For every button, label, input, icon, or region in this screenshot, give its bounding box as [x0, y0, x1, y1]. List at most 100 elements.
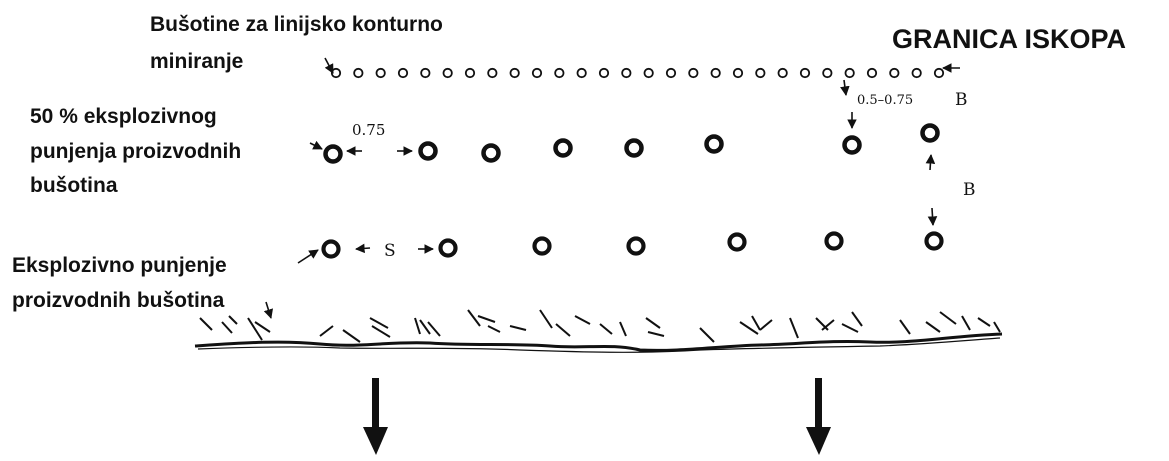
production-hole	[626, 236, 646, 256]
contour-hole	[643, 67, 654, 79]
rock-fragment	[899, 319, 911, 335]
rock-fragment	[699, 327, 715, 343]
production-hole	[438, 238, 458, 258]
half-charge-pointer-arrow	[309, 140, 323, 150]
contour-holes-label-line1: Bušotine za linijsko konturno	[150, 13, 443, 36]
contour-hole	[509, 67, 520, 79]
contour-hole	[889, 67, 900, 79]
excavation-limit-label: GRANICA ISKOPA	[892, 24, 1126, 54]
rock-fragment	[574, 315, 591, 325]
contour-hole	[732, 67, 744, 79]
rock-fragment	[851, 311, 863, 327]
contour-hole	[822, 67, 833, 79]
contour-hole	[353, 67, 364, 79]
buffer-hole	[920, 123, 940, 143]
contour-hole	[799, 67, 811, 79]
rock-fragment	[467, 309, 481, 327]
spacing-label: S	[384, 241, 396, 261]
rock-fragment	[789, 317, 799, 339]
contour-hole	[688, 67, 699, 79]
rock-fragment	[739, 321, 759, 335]
rock-fragment	[939, 311, 957, 325]
buffer-hole-row	[323, 123, 940, 164]
contour-hole	[755, 67, 766, 79]
label-pointer-arrow	[263, 301, 274, 319]
full-charge-pointer-arrow	[297, 249, 319, 264]
contour-hole	[911, 67, 922, 79]
contour-hole	[554, 67, 565, 79]
production-hole	[824, 231, 844, 251]
rock-fragment	[369, 317, 389, 329]
rock-fragment	[414, 317, 421, 335]
rock-fragment	[427, 321, 441, 337]
rock-fragment	[555, 323, 571, 337]
contour-hole	[576, 67, 587, 79]
rock-fragment	[751, 315, 761, 331]
half-charge-label-line3: bušotina	[30, 174, 118, 197]
buffer-hole	[418, 141, 438, 161]
rock-fragment	[477, 315, 496, 323]
contour-hole	[442, 67, 453, 79]
contour-hole-row	[330, 67, 945, 79]
contour-hole	[665, 67, 677, 79]
advance-direction-arrow-left	[363, 378, 388, 455]
rock-fragment	[228, 315, 238, 325]
rock-fragment	[419, 319, 431, 335]
half-charge-label-line2: punjenja proizvodnih	[30, 140, 241, 163]
buffer-hole	[323, 144, 343, 164]
rock-fragment	[199, 317, 213, 331]
contour-hole	[710, 67, 721, 79]
full-charge-label-line1: Eksplozivno punjenje	[12, 254, 227, 277]
contour-hole	[621, 67, 632, 79]
burden-side-label: B	[963, 180, 976, 200]
contour-hole	[844, 67, 855, 79]
rock-fragment	[509, 325, 527, 331]
buffer-hole	[553, 138, 573, 158]
ground-line	[194, 332, 1003, 352]
contour-hole	[777, 67, 788, 79]
advance-direction-arrow-right	[806, 378, 831, 455]
spacing-ratio-label: 0.75	[352, 121, 385, 139]
rock-fragment	[371, 325, 391, 338]
ground-line-shadow	[197, 337, 1001, 353]
rock-fragment	[645, 317, 661, 329]
rock-fragment	[977, 317, 991, 327]
rock-fragment	[247, 317, 263, 341]
production-hole	[727, 232, 747, 252]
burden-arrow-up	[925, 154, 936, 171]
rock-fragment	[619, 321, 627, 337]
rock-fragments	[199, 309, 1001, 343]
production-hole-row	[321, 231, 944, 259]
rock-fragment	[759, 319, 773, 331]
burden-arrow-down	[927, 207, 938, 226]
contour-hole	[866, 67, 878, 79]
contour-holes-label-line2: miniranje	[150, 50, 243, 73]
rock-fragment	[815, 317, 829, 331]
contour-hole	[487, 67, 498, 79]
rock-fragment	[487, 325, 501, 333]
spacing-arrow-left	[355, 243, 371, 254]
contour-holes-pointer-arrow	[324, 57, 334, 74]
rock-fragment	[342, 329, 361, 343]
buffer-hole	[842, 135, 862, 155]
rock-fragment	[821, 319, 835, 331]
buffer-hole	[624, 138, 644, 158]
rock-fragment	[647, 331, 665, 337]
rock-fragment	[319, 325, 334, 337]
half-charge-label-line1: 50 % eksplozivnog	[30, 105, 217, 128]
full-charge-label-line2: proizvodnih bušotina	[12, 289, 225, 312]
production-hole	[532, 236, 552, 256]
production-hole	[321, 239, 341, 259]
rock-fragment	[961, 315, 971, 331]
contour-hole	[933, 67, 945, 79]
burden-top-label: B	[955, 90, 968, 110]
rock-fragment	[925, 321, 941, 333]
rock-fragment	[221, 321, 233, 334]
rock-fragment	[254, 321, 271, 333]
buffer-hole	[481, 143, 501, 163]
rock-fragment	[539, 309, 553, 329]
buffer-hole	[704, 134, 724, 154]
contour-hole	[464, 67, 476, 79]
contour-offset-arrow-up	[840, 79, 850, 96]
